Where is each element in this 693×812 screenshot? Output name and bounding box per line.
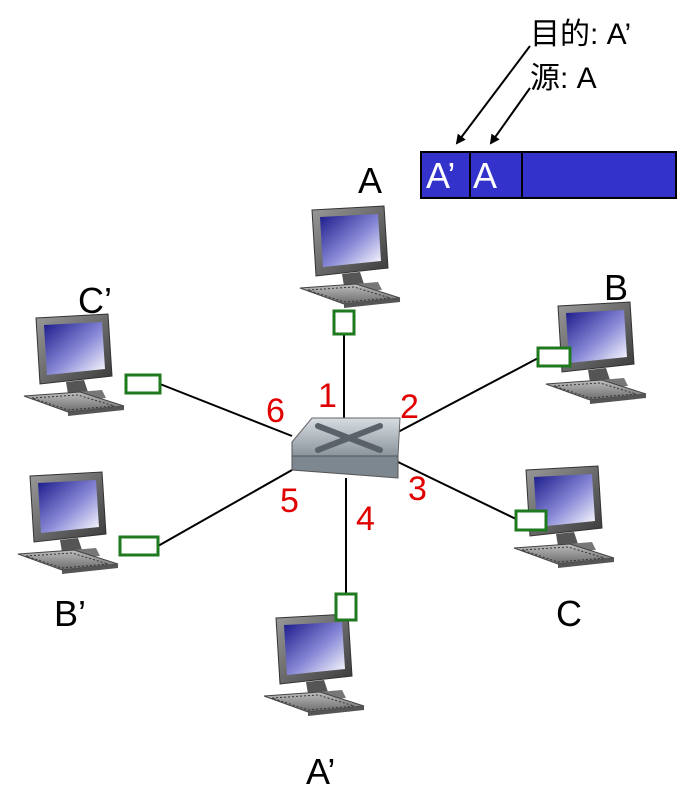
links — [157, 333, 543, 596]
port-1-label: 1 — [318, 377, 337, 415]
interface-b-prime — [118, 535, 160, 557]
host-b-prime-computer — [17, 471, 119, 575]
link-port-5 — [157, 469, 293, 547]
interface-a-prime — [334, 592, 358, 622]
host-c-label: C — [556, 593, 582, 634]
interface-a — [332, 309, 356, 336]
interfaces — [118, 309, 572, 622]
host-c-prime-label: C’ — [78, 280, 112, 321]
port-3-label: 3 — [408, 470, 427, 508]
switch-cross-icon — [315, 423, 383, 453]
link-port-6 — [159, 383, 293, 437]
src-annotation: 源: A — [530, 62, 597, 95]
link-port-3 — [397, 461, 519, 521]
src-arrow — [489, 87, 531, 145]
link-port-2 — [397, 355, 543, 433]
interface-b — [536, 346, 572, 368]
frame-dest-field: A’ — [426, 155, 456, 196]
frame-divider — [521, 153, 523, 197]
host-b-prime-label: B’ — [54, 593, 87, 634]
interface-c-prime — [124, 373, 162, 395]
frame-src-field: A — [473, 155, 498, 196]
host-c-prime-computer — [23, 313, 125, 417]
port-6-label: 6 — [266, 392, 285, 430]
dest-annotation: 目的: A’ — [530, 18, 632, 51]
host-a-computer — [299, 205, 401, 309]
frame-divider — [469, 153, 471, 197]
switch — [291, 417, 401, 479]
frame-header: A’ A — [420, 151, 677, 199]
interface-c — [514, 509, 548, 532]
port-4-label: 4 — [356, 500, 375, 538]
port-5-label: 5 — [280, 482, 299, 520]
port-2-label: 2 — [400, 388, 419, 426]
dest-arrow — [455, 45, 531, 145]
host-a-prime-label: A’ — [306, 751, 336, 792]
host-a-label: A — [358, 160, 383, 201]
host-b-label: B — [604, 267, 629, 308]
host-a-prime-computer — [263, 613, 365, 717]
